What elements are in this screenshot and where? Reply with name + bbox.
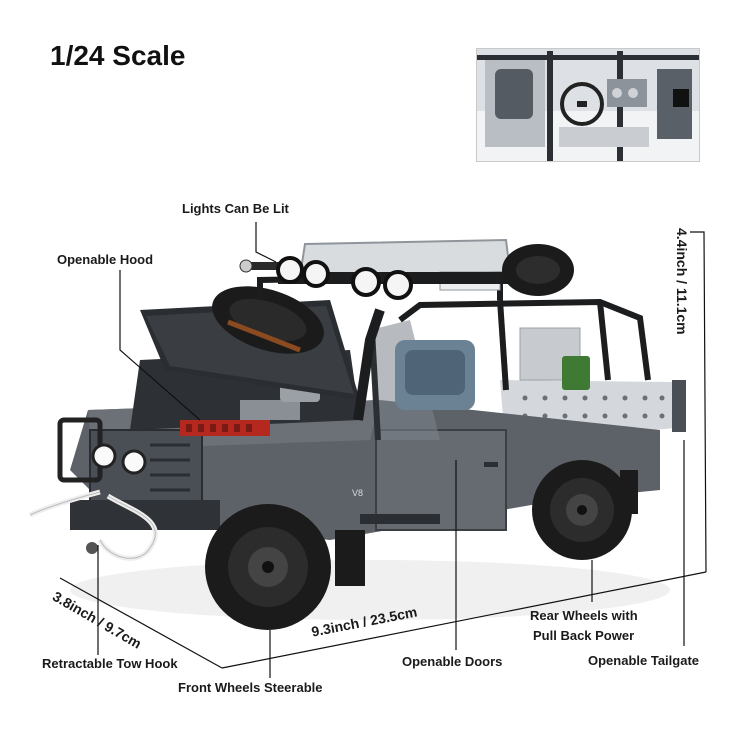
v8-badge: V8 [352,488,363,498]
label-front-wheels-steerable: Front Wheels Steerable [178,680,323,695]
rear-wheel [532,460,632,560]
label-rear-wheels-line2: Pull Back Power [533,628,635,643]
label-rear-wheels-line1: Rear Wheels with [530,608,638,623]
dimension-height: 4.4inch / 11.1cm [674,228,690,335]
label-openable-hood: Openable Hood [57,252,154,267]
interior-illustration [477,49,699,161]
label-openable-doors: Openable Doors [402,654,503,669]
front-wheel [205,504,331,630]
interior-inset-photo [476,48,700,162]
tow-rope [28,489,158,561]
roof-lights [276,256,413,300]
page-title: 1/24 Scale [50,40,186,71]
label-openable-tailgate: Openable Tailgate [588,653,700,668]
open-hood [140,286,360,400]
label-retractable-tow-hook: Retractable Tow Hook [42,656,178,671]
label-lights-can-be-lit: Lights Can Be Lit [182,201,289,216]
